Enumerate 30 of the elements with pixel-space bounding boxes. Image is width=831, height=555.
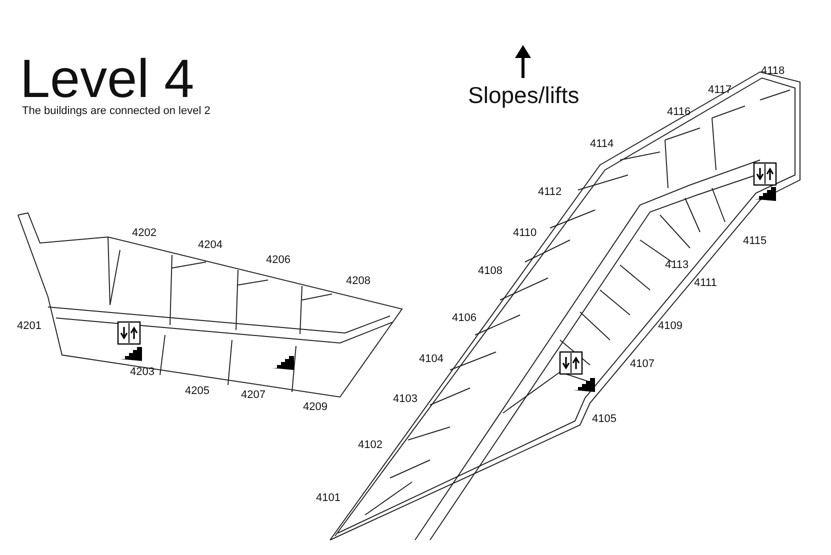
room-number: 4115 xyxy=(743,236,767,247)
room-number: 4101 xyxy=(316,493,340,504)
room-number: 4103 xyxy=(393,394,418,405)
room-number: 4208 xyxy=(346,276,370,287)
room-number: 4102 xyxy=(358,440,382,451)
room-number: 4112 xyxy=(538,187,562,198)
room-number: 4111 xyxy=(694,278,717,289)
room-number: 4104 xyxy=(419,354,444,365)
room-number: 4206 xyxy=(266,255,290,266)
room-number: 4106 xyxy=(452,313,476,324)
room-number: 4207 xyxy=(241,390,266,401)
room-number: 4209 xyxy=(303,402,328,413)
direction-label: Slopes/lifts xyxy=(468,84,580,107)
room-number: 4116 xyxy=(667,107,691,118)
room-number: 4108 xyxy=(478,266,502,277)
room-number: 4110 xyxy=(513,228,537,239)
room-number: 4202 xyxy=(132,228,156,239)
room-number: 4113 xyxy=(665,260,689,271)
title: Level 4 xyxy=(20,52,194,106)
room-number: 4105 xyxy=(592,414,616,425)
room-number: 4117 xyxy=(708,85,732,96)
room-number: 4205 xyxy=(185,386,210,397)
room-number: 4114 xyxy=(590,139,614,150)
room-number: 4107 xyxy=(630,359,654,370)
room-number: 4109 xyxy=(658,321,682,332)
room-number: 4201 xyxy=(17,321,42,332)
room-number: 4204 xyxy=(198,240,222,251)
subtitle-note: The buildings are connected on level 2 xyxy=(22,106,210,117)
room-number: 4203 xyxy=(130,367,154,378)
room-number: 4118 xyxy=(761,66,785,77)
